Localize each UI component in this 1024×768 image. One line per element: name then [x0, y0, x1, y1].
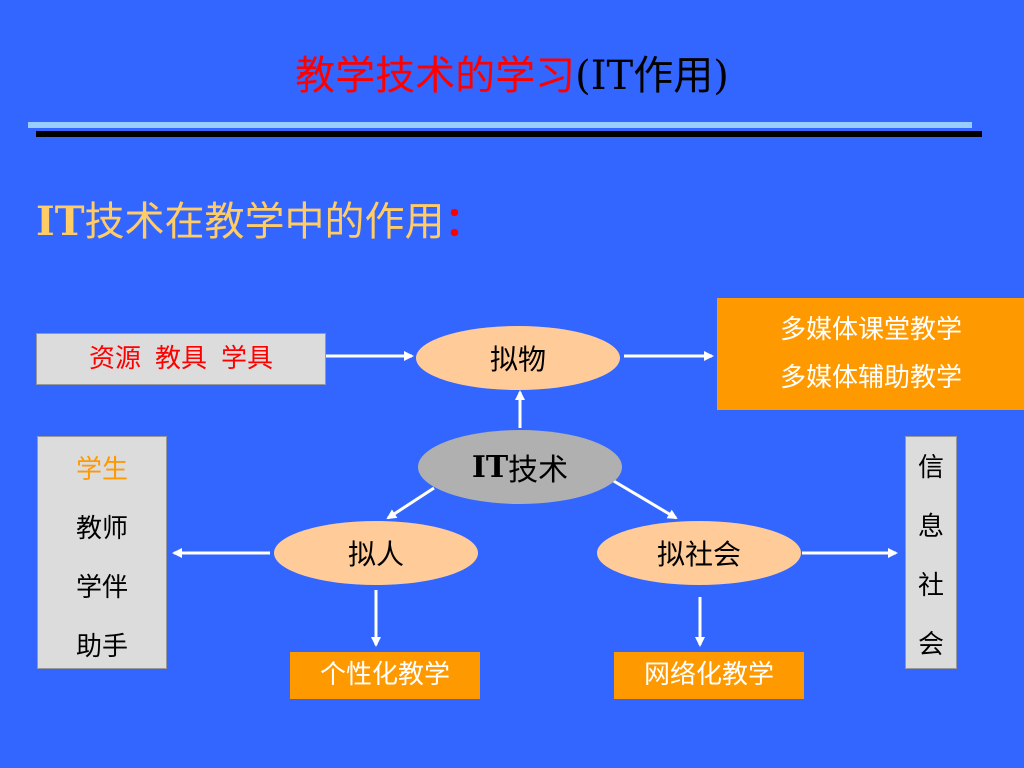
resources-item: 资源 [88, 344, 141, 374]
networked-teaching-box: 网络化教学 [614, 652, 804, 699]
arrow-it-to-person [386, 486, 435, 520]
node-simulate-person: 拟人 [274, 521, 478, 585]
arrow-it-to-society [611, 478, 678, 520]
slide-subtitle: IT技术在教学中的作用： [36, 194, 484, 250]
info-society-char: 息 [917, 512, 944, 542]
info-society-box: 信 息 社 会 [905, 436, 957, 669]
personalized-teaching-box: 个性化教学 [290, 652, 480, 699]
subtitle-colon: ： [444, 198, 485, 245]
node-it-rest: 技术 [508, 453, 569, 488]
multimedia-line: 多媒体辅助教学 [779, 363, 962, 393]
node-simulate-society-label: 拟社会 [656, 538, 741, 571]
multimedia-line: 多媒体课堂教学 [779, 315, 962, 345]
role-item: 教师 [75, 514, 128, 544]
slide-title-main: 教学技术的学习 [295, 53, 576, 99]
resources-box: 资源教具学具 [36, 333, 326, 385]
node-it-lead: IT [471, 449, 509, 485]
roles-box: 学生 教师 学伴 助手 [37, 436, 167, 669]
node-simulate-society: 拟社会 [597, 521, 801, 585]
role-item: 学伴 [75, 573, 128, 603]
role-item: 学生 [75, 455, 128, 485]
slide-title: 教学技术的学习(IT作用) [0, 48, 1024, 104]
resources-item: 学具 [221, 344, 274, 374]
networked-teaching-label: 网络化教学 [643, 660, 774, 690]
resources-item: 教具 [154, 344, 207, 374]
node-simulate-person-label: 拟人 [347, 538, 404, 571]
slide-title-suffix: (IT作用) [575, 53, 729, 99]
title-rule-dark [36, 131, 982, 137]
multimedia-box: 多媒体课堂教学 多媒体辅助教学 [717, 298, 1024, 410]
info-society-char: 社 [917, 571, 944, 601]
info-society-char: 信 [917, 453, 944, 483]
role-item: 助手 [75, 632, 128, 662]
node-simulate-object: 拟物 [416, 326, 620, 390]
info-society-char: 会 [917, 630, 944, 660]
node-simulate-object-label: 拟物 [489, 343, 546, 376]
title-rule-light [28, 122, 972, 128]
subtitle-text: 技术在教学中的作用 [84, 199, 445, 245]
subtitle-it: IT [36, 198, 85, 245]
personalized-teaching-label: 个性化教学 [319, 660, 450, 690]
